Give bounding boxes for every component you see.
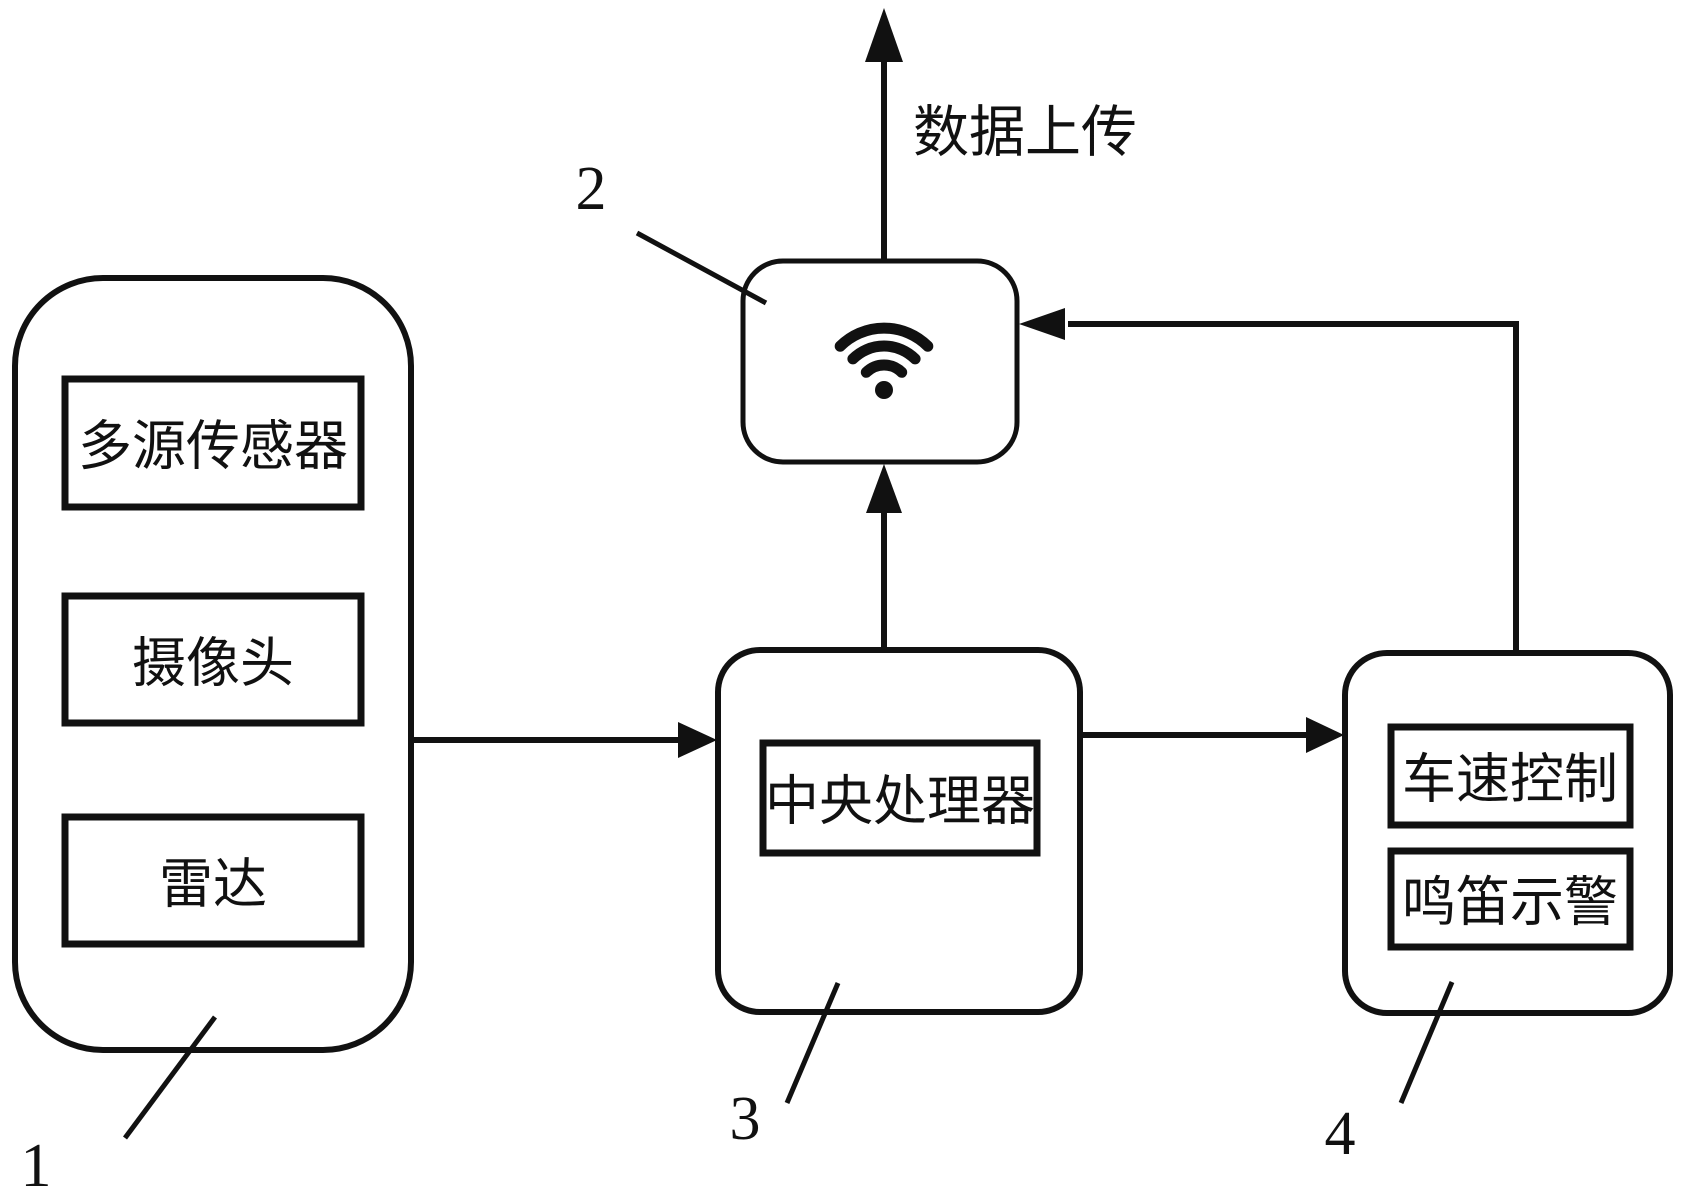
upload-label: 数据上传 — [913, 101, 1137, 166]
sensor-group-box — [12, 275, 414, 1053]
arrow-cpu-to-control — [1080, 717, 1344, 753]
arrowhead-right — [1306, 717, 1344, 753]
ref-4-leader-line — [1398, 981, 1455, 1104]
arrowhead-up — [866, 464, 902, 513]
ref-2-label: 2 — [576, 155, 607, 223]
wifi-arc-small — [860, 359, 908, 378]
wifi-icon — [834, 322, 934, 399]
multi-source-sensor-label: 多源传感器 — [78, 415, 348, 478]
ref-1-leader-line — [122, 1015, 218, 1140]
ref-3-label: 3 — [730, 1085, 761, 1153]
arrow-cpu-to-wireless — [866, 464, 902, 650]
arrow-sensors-to-cpu — [411, 722, 717, 758]
cpu-box — [715, 647, 1083, 1015]
control-unit-box — [1342, 650, 1673, 1016]
multi-source-sensor-box — [61, 375, 365, 511]
wifi-arc-medium — [847, 340, 921, 365]
wifi-arc-large — [834, 322, 934, 352]
upload-arrow — [865, 8, 903, 261]
cpu-label: 中央处理器 — [765, 770, 1035, 833]
camera-box — [61, 592, 365, 727]
arrowhead-up — [865, 8, 903, 62]
ref-4-label: 4 — [1325, 1100, 1356, 1168]
speed-control-label: 车速控制 — [1402, 748, 1618, 811]
horn-warning-box — [1387, 847, 1634, 951]
speed-control-box — [1387, 723, 1634, 829]
horn-warning-label: 鸣笛示警 — [1402, 871, 1618, 934]
arrowhead-right — [678, 722, 717, 758]
arrow-control-to-wireless — [1019, 308, 1519, 653]
wifi-dot — [875, 381, 893, 399]
radar-label: 雷达 — [159, 853, 267, 916]
camera-label: 摄像头 — [132, 632, 294, 695]
ref-3-leader-line — [784, 982, 841, 1104]
arrowhead-left — [1019, 308, 1065, 340]
ref-2-leader-line — [635, 230, 768, 306]
ref-1-label: 1 — [21, 1132, 52, 1189]
radar-box — [61, 813, 365, 948]
cpu-inner-box — [759, 739, 1041, 857]
wireless-module-box — [740, 258, 1020, 465]
